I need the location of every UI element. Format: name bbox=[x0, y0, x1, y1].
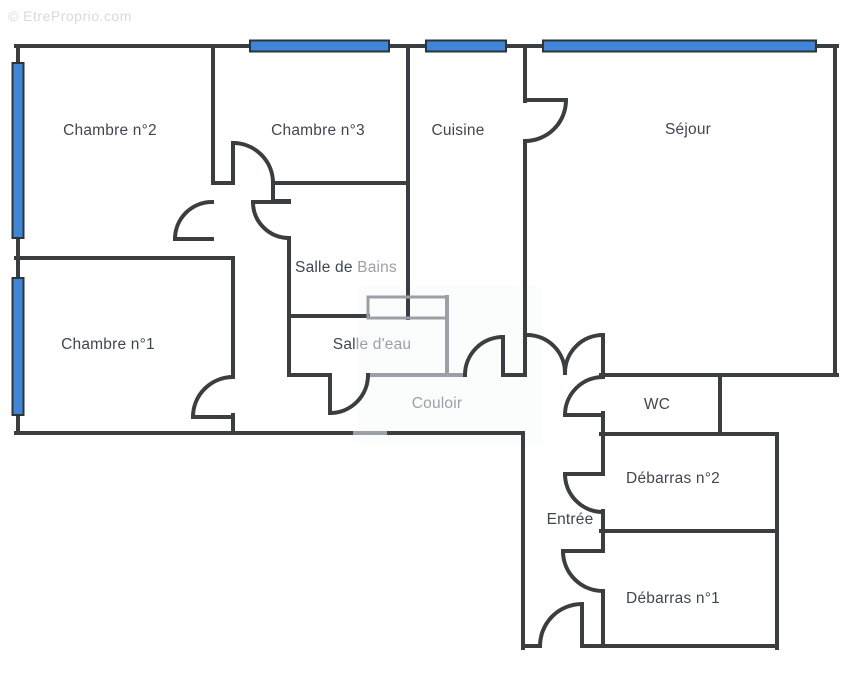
room-label-wc: WC bbox=[643, 396, 671, 413]
doors bbox=[172, 97, 606, 649]
window-cuisine bbox=[425, 39, 507, 53]
room-label-salle-deau-faded: le d'eau bbox=[355, 336, 412, 353]
room-label-salle-de-bains-dark: Salle de bbox=[295, 259, 358, 276]
room-label-debarras-1: Débarras n°1 bbox=[626, 590, 720, 607]
window-sejour bbox=[542, 39, 817, 53]
room-label-salle-deau: Salle d'eau bbox=[333, 336, 411, 354]
window-chambre3 bbox=[249, 39, 390, 53]
room-label-salle-deau-dark: Sal bbox=[332, 336, 356, 353]
room-label-chambre-1: Chambre n°1 bbox=[61, 336, 155, 353]
window-chambre1 bbox=[11, 277, 25, 416]
watermark-logo bbox=[358, 286, 542, 444]
room-label-couloir: Couloir bbox=[411, 395, 463, 412]
room-label-debarras-2: Débarras n°2 bbox=[626, 470, 720, 487]
room-label-chambre-2: Chambre n°2 bbox=[63, 122, 157, 139]
windows bbox=[11, 39, 817, 416]
room-label-cuisine: Cuisine bbox=[431, 122, 485, 139]
walls-faded bbox=[353, 295, 467, 435]
watermark-copyright: © EtreProprio.com bbox=[8, 8, 132, 24]
room-label-salle-de-bains-faded: Bains bbox=[357, 259, 397, 276]
room-label-sejour: Séjour bbox=[664, 121, 712, 138]
room-label-salle-de-bains: Salle de Bains bbox=[295, 259, 397, 277]
room-label-chambre-3: Chambre n°3 bbox=[271, 122, 365, 139]
window-chambre2 bbox=[11, 62, 25, 239]
room-label-entree: Entrée bbox=[546, 511, 594, 528]
